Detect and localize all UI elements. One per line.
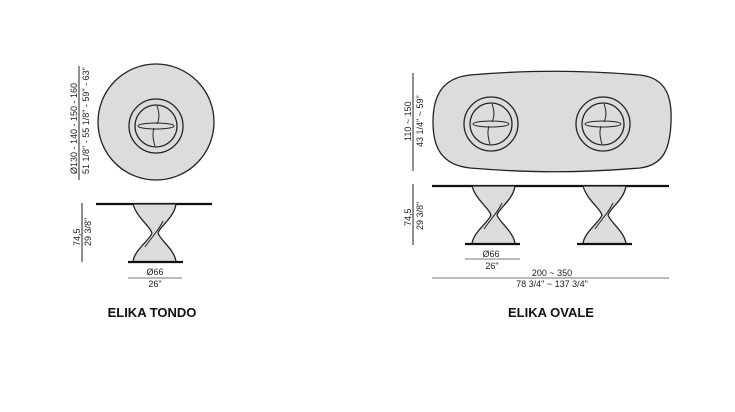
ovale-top-view [432,70,672,173]
ovale-base-in: 26" [485,261,498,271]
ovale-height-in: 29 3/8" [415,202,425,230]
ovale-base-cm: Ø66 [482,249,499,259]
tondo-side-view [96,202,212,264]
tondo-base-in: 26" [148,279,161,289]
tondo-title: ELIKA TONDO [108,305,197,320]
ovale-drawing: 110 ~ 150 43 1/4" ~ 59" 74,5 29 3/8" Ø66… [403,70,672,320]
ovale-title: ELIKA OVALE [508,305,594,320]
tondo-height-cm: 74,5 [72,228,82,246]
ovale-width-cm: 110 ~ 150 [403,101,413,141]
tondo-diameter-in: 51 1/8" - 55 1/8" - 59" - 63" [81,67,91,174]
tondo-height-in: 29 3/8" [83,218,93,246]
ovale-width-in: 43 1/4" ~ 59" [415,95,425,147]
ovale-length-cm: 200 ~ 350 [532,268,572,278]
ovale-height-cm: 74,5 [403,208,413,226]
ovale-side-view [432,184,669,246]
tondo-top-view [97,63,215,181]
ovale-length-in: 78 3/4" ~ 137 3/4" [516,279,588,289]
tondo-diameter-cm: Ø130 - 140 - 150 - 160 [69,83,79,174]
tondo-base-cm: Ø66 [146,267,163,277]
tondo-drawing: Ø130 - 140 - 150 - 160 51 1/8" - 55 1/8"… [69,63,215,320]
